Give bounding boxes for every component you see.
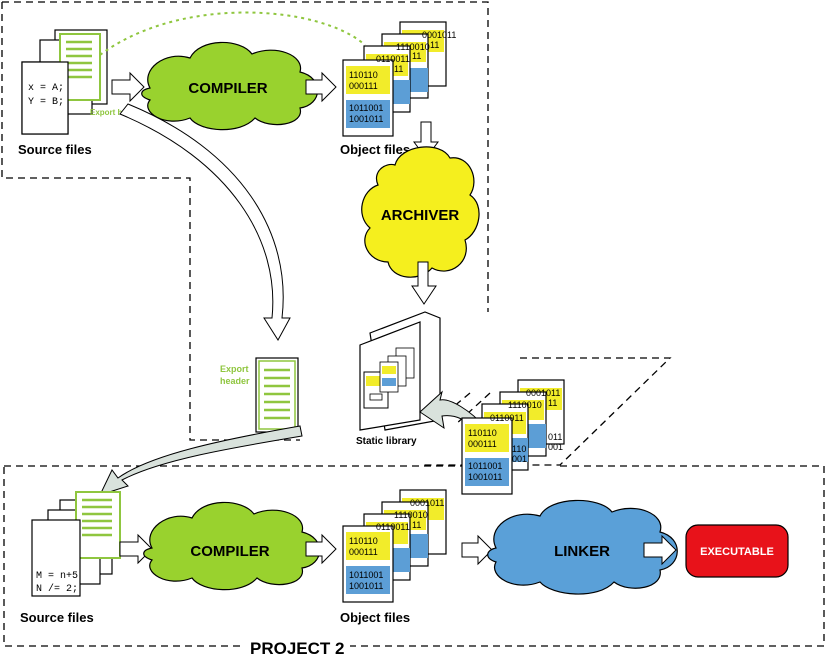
p2-arrow-to-objects <box>305 533 337 565</box>
bits-text: 0110011 <box>376 54 410 64</box>
bits-text: 1110010 <box>508 400 542 410</box>
header-to-project2-arrow <box>99 425 303 496</box>
bits-text: 1011001 <box>468 461 502 471</box>
linker-cloud: LINKER <box>487 499 678 595</box>
export-header-copy <box>255 357 299 433</box>
bits-text: 11 <box>430 40 439 50</box>
bits-text: 110 <box>512 444 526 454</box>
p1-compiler-cloud: COMPILER <box>141 41 319 131</box>
p2-compiler-label: COMPILER <box>190 543 269 560</box>
bits-text: 1001011 <box>349 114 383 124</box>
p2-arrow-to-linker <box>461 534 493 566</box>
project2-boundary <box>3 465 825 647</box>
library-object-files: 0001011 11 1110010 011 001 0110011 110 0… <box>461 379 565 495</box>
bits-text: 1011001 <box>349 570 383 580</box>
p2-object-files-label: Object files <box>340 610 410 625</box>
p2-object-files: 0001011 1110010 11 0110011 110110 000111… <box>342 489 447 603</box>
bits-text: 0110011 <box>376 522 410 532</box>
executable-label: EXECUTABLE <box>700 546 774 558</box>
bits-text: 0001011 <box>526 388 560 398</box>
p1-code-line-1: x = A; <box>28 83 64 94</box>
export-header-copy-label-2: header <box>220 376 250 386</box>
bits-text: 11 <box>412 51 421 61</box>
bits-text: 0110011 <box>490 413 524 423</box>
bits-text: 001 <box>512 454 527 464</box>
bits-text: 11 <box>548 398 557 408</box>
p1-object-files-label: Object files <box>340 142 410 157</box>
bits-text: 000111 <box>349 547 378 557</box>
executable-box: EXECUTABLE <box>685 524 789 578</box>
bits-text: 000111 <box>468 439 497 449</box>
parallelogram-dash-extra <box>439 392 491 426</box>
p2-compiler-cloud: COMPILER <box>143 501 321 591</box>
export-header-curved-arrow <box>119 103 291 341</box>
bits-text: 110110 <box>468 428 497 438</box>
arrow-to-executable <box>643 534 677 566</box>
bits-text: 11 <box>394 64 403 74</box>
p1-code-line-2: Y = B; <box>28 97 64 108</box>
bits-text: 0001011 <box>422 30 456 40</box>
bits-text: 001 <box>548 442 563 452</box>
bits-text: 110110 <box>349 536 378 546</box>
p1-arrow-to-compiler <box>111 71 145 103</box>
project1-source-files: x = A; Y = B; Export header <box>21 29 144 135</box>
p1-compiler-label: COMPILER <box>188 80 267 97</box>
bits-text: 1110010 <box>396 42 430 52</box>
static-library-icon <box>359 311 441 431</box>
bits-text: 11 <box>412 520 421 530</box>
project2-source-files: M = n+5 N /= 2; <box>31 491 121 597</box>
p1-arrow-to-objects <box>305 71 337 103</box>
arrow-to-library <box>411 261 437 305</box>
export-header-tag: Export header <box>90 108 144 117</box>
bits-text: 1110010 <box>394 510 428 520</box>
bits-text: 1011001 <box>349 103 383 113</box>
bits-text: 0001011 <box>410 498 444 508</box>
p2-code-line-2: N /= 2; <box>36 583 78 595</box>
bits-text: 1001011 <box>349 581 383 591</box>
linker-label: LINKER <box>554 543 610 560</box>
project2-title: PROJECT 2 <box>250 639 344 658</box>
archiver-cloud: ARCHIVER <box>361 146 480 278</box>
bits-text: 011 <box>548 432 562 442</box>
p1-object-files: 0001011 11 1110010 11 0110011 11 110110 … <box>342 21 456 137</box>
bits-text: 1001011 <box>468 472 502 482</box>
static-library-label: Static library <box>356 436 417 447</box>
bits-text: 110110 <box>349 70 378 80</box>
export-header-copy-label-1: Export <box>220 364 249 374</box>
p1-source-files-label: Source files <box>18 142 92 157</box>
p2-source-files-label: Source files <box>20 610 94 625</box>
p2-code-line-1: M = n+5 <box>36 571 78 582</box>
bits-text: 000111 <box>349 81 378 91</box>
export-dotted-arc <box>99 11 366 56</box>
archiver-label: ARCHIVER <box>381 207 460 224</box>
